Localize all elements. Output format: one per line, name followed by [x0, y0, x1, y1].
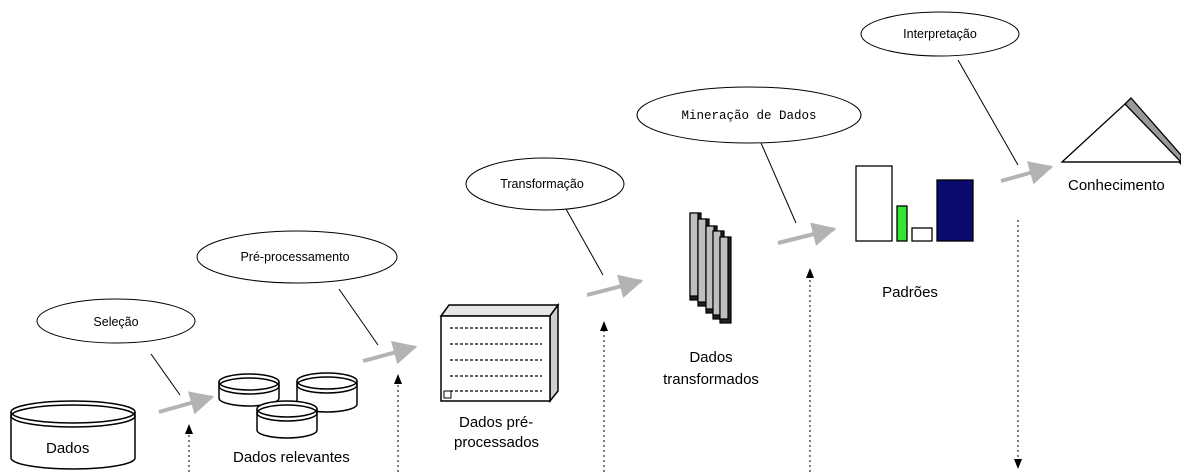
- pre-processamento-bubble: Pré-processamento: [196, 230, 398, 346]
- interpretacao-label: Interpretação: [903, 27, 977, 41]
- pre-processamento-label: Pré-processamento: [240, 250, 349, 264]
- arrow-down-icon: [1014, 459, 1022, 469]
- mineracao-label: Mineração de Dados: [681, 109, 816, 123]
- arrow-up-icon: [806, 268, 814, 278]
- bar-chart-icon: [855, 165, 974, 242]
- selecao-bubble: Seleção: [36, 298, 196, 396]
- triangle-knowledge-icon: [1060, 97, 1181, 165]
- dados-relevantes-label: Dados relevantes: [233, 449, 350, 466]
- flow-arrow-4: [777, 222, 837, 246]
- padroes-label: Padrões: [882, 284, 938, 301]
- selecao-label: Seleção: [93, 315, 138, 329]
- dados-trans-label-2: transformados: [663, 371, 759, 388]
- database-cylinders-icon: [218, 372, 358, 439]
- transformacao-bubble: Transformação: [465, 157, 625, 276]
- database-cylinder-icon: [10, 400, 136, 470]
- dados-label: Dados: [46, 440, 89, 457]
- flow-arrow-2: [362, 341, 418, 365]
- dados-trans-label-1: Dados: [689, 349, 732, 366]
- flow-arrow-5: [1000, 161, 1054, 185]
- stacked-pages-icon: [689, 212, 732, 324]
- arrow-up-icon: [394, 374, 402, 384]
- feedback-arrows: [188, 220, 1019, 472]
- flow-arrow-3: [586, 274, 644, 299]
- dados-pre-label-1: Dados pré-: [459, 414, 533, 431]
- preprocessed-table-icon: [439, 302, 560, 404]
- feedback-arrowheads: [185, 268, 1022, 469]
- arrow-up-icon: [185, 424, 193, 434]
- transformacao-label: Transformação: [500, 177, 584, 191]
- arrow-up-icon: [600, 321, 608, 331]
- mineracao-bubble: Mineração de Dados: [636, 86, 862, 224]
- interpretacao-bubble: Interpretação: [860, 11, 1020, 166]
- conhecimento-label: Conhecimento: [1068, 177, 1165, 194]
- flow-arrow-1: [158, 391, 215, 415]
- dados-pre-label-2: processados: [454, 434, 539, 451]
